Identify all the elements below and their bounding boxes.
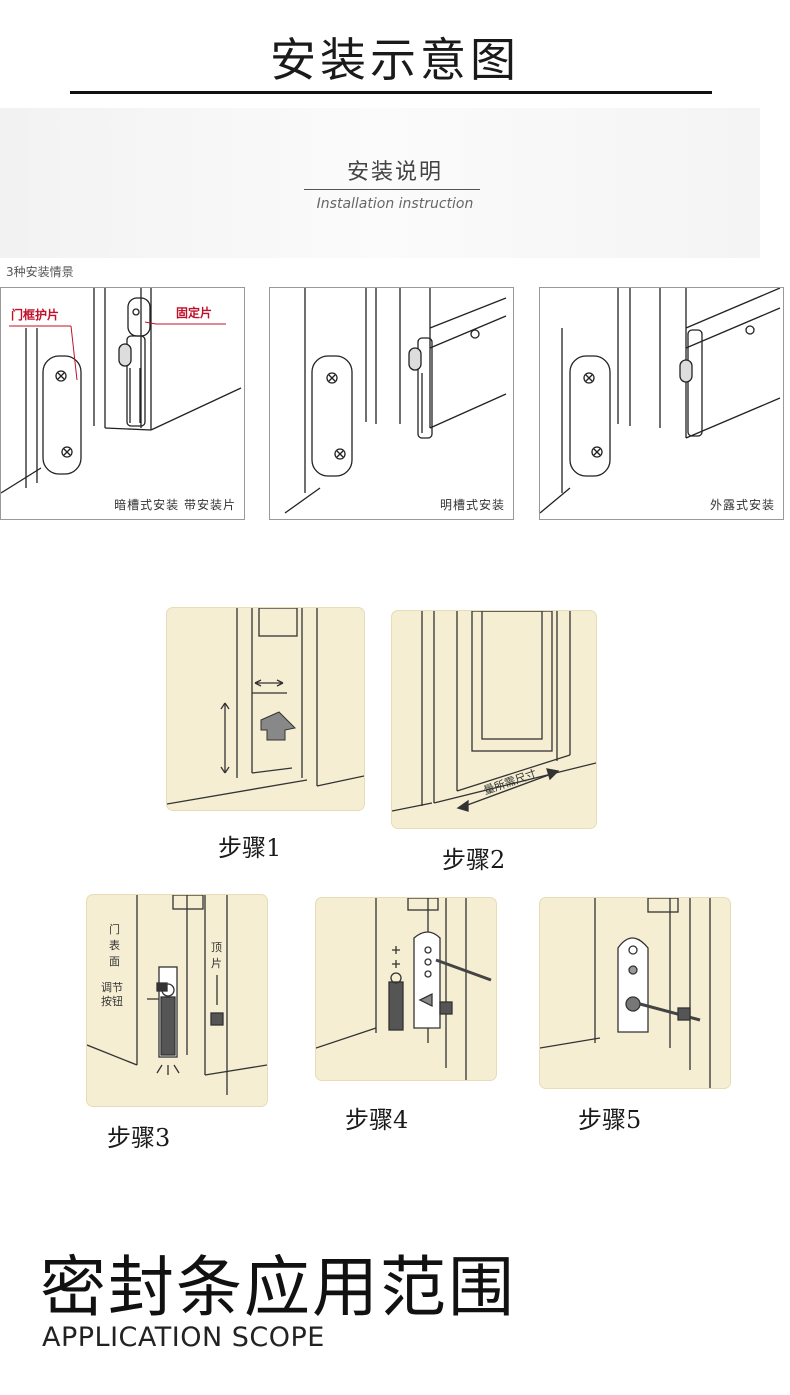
callout-frame-guard: 门框护片: [11, 308, 60, 322]
scope-subtitle: APPLICATION SCOPE: [42, 1322, 325, 1353]
label-surface-2: 面: [109, 955, 120, 968]
step-illustration: [87, 895, 267, 1095]
scene-panel-exposed: 外露式安装: [539, 287, 784, 520]
scene-illustration: [540, 288, 781, 514]
banner-title: 安装说明: [346, 160, 443, 185]
scene-panel-recessed-with-plate: 门框护片 固定片 暗槽式安装 带安装片: [0, 287, 245, 520]
label-top: 顶: [211, 941, 222, 954]
instruction-banner: [0, 108, 760, 258]
step-panel-4: [316, 898, 496, 1080]
step-panel-3: 门 表 面 调节 按钮 顶 片: [87, 895, 267, 1106]
label-button: 按钮: [101, 995, 123, 1008]
callout-fixing-plate: 固定片: [176, 306, 213, 320]
step-illustration: [167, 608, 364, 805]
scene-caption: 暗槽式安装 带安装片: [114, 498, 236, 512]
step-caption-2: 步骤2: [442, 846, 506, 874]
banner-subtitle: Installation instruction: [316, 196, 474, 212]
page-title: 安装示意图: [270, 33, 520, 87]
label-surface-1: 表: [109, 939, 120, 952]
step-caption-3: 步骤3: [107, 1124, 171, 1152]
scene-illustration: [284, 288, 507, 514]
banner-divider: [304, 189, 480, 190]
step-panel-5: [540, 898, 730, 1088]
step-illustration: [316, 898, 492, 1080]
step-illustration: [540, 898, 711, 1088]
step-caption-1: 步骤1: [218, 834, 282, 862]
scene-caption: 外露式安装: [709, 498, 775, 512]
step-illustration: [392, 611, 596, 812]
step-panel-2: 量所需尺寸: [392, 611, 596, 828]
label-adjust: 调节: [101, 981, 123, 994]
label-door: 门: [109, 923, 120, 936]
step-caption-5: 步骤5: [578, 1106, 642, 1134]
scene-illustration: [1, 288, 242, 494]
scene-panel-surface-groove: 明槽式安装: [269, 287, 514, 520]
scope-title: 密封条应用范围: [40, 1249, 516, 1326]
label-plate: 片: [211, 957, 222, 970]
step-caption-4: 步骤4: [345, 1106, 409, 1134]
step-panel-1: [167, 608, 364, 810]
scene-caption: 明槽式安装: [439, 498, 505, 512]
title-divider: [70, 91, 712, 94]
scenes-label: 3种安装情景: [6, 265, 74, 279]
